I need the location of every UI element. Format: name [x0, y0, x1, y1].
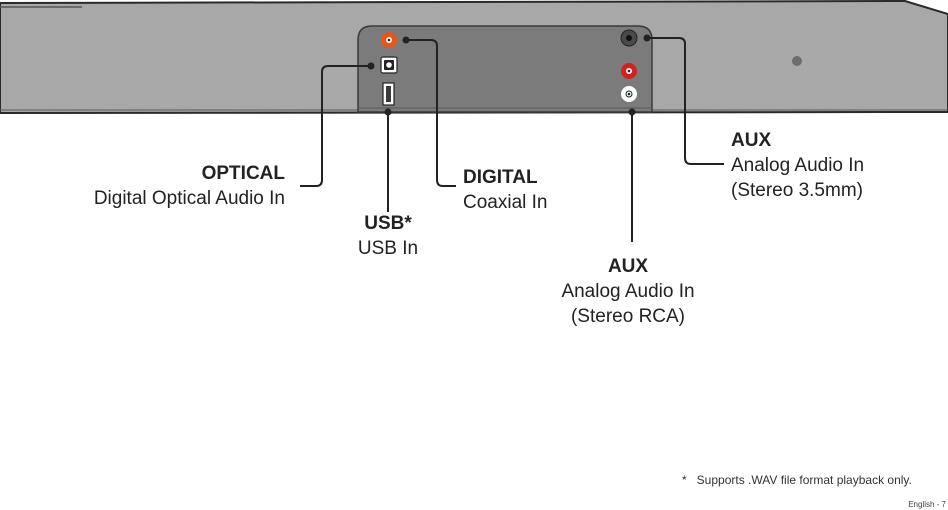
aux-rca-description-line1: Analog Audio In	[561, 281, 695, 302]
digital-callout-line	[406, 39, 456, 187]
optical-label: OPTICAL Digital Optical Audio In	[94, 161, 285, 211]
rca-right-jack	[621, 63, 637, 79]
aux-35-description-line2: (Stereo 3.5mm)	[731, 180, 863, 201]
digital-title: DIGITAL	[463, 167, 538, 188]
page-number: English - 7	[908, 500, 946, 509]
optical-callout-line	[300, 65, 371, 187]
aux-rca-description-line2: (Stereo RCA)	[570, 306, 686, 327]
aux-rca-title: AUX	[607, 256, 649, 277]
usb-title: USB*	[364, 213, 412, 234]
digital-callout-dot	[402, 36, 410, 44]
footnote-text: Supports .WAV file format playback only.	[696, 473, 912, 487]
optical-title: OPTICAL	[201, 163, 285, 184]
aux-35-label: AUX Analog Audio In (Stereo 3.5mm)	[731, 128, 864, 203]
optical-description: Digital Optical Audio In	[93, 188, 285, 209]
digital-description: Coaxial In	[463, 192, 548, 213]
rca-left-jack	[621, 86, 637, 102]
aux-35-callout-line	[647, 37, 724, 165]
aux-35-title: AUX	[731, 130, 772, 151]
coaxial-jack	[381, 32, 397, 48]
optical-callout-dot	[367, 62, 375, 70]
usb-callout-dot	[384, 108, 392, 116]
usb-port	[382, 82, 395, 106]
aux-rca-callout-dot	[628, 108, 636, 116]
aux-rca-label: AUX Analog Audio In (Stereo RCA)	[538, 254, 718, 329]
connector-panel	[357, 25, 653, 113]
aux-35-description-line1: Analog Audio In	[731, 155, 865, 176]
optical-jack	[380, 56, 398, 74]
digital-label: DIGITAL Coaxial In	[463, 165, 548, 215]
usb-description: USB In	[357, 238, 419, 259]
footnote: * Supports .WAV file format playback only…	[682, 473, 912, 487]
aux-35-callout-dot	[643, 34, 651, 42]
footnote-mark: *	[682, 473, 687, 487]
status-indicator-dot	[792, 56, 802, 66]
aux-3-5mm-jack	[620, 29, 638, 47]
usb-label: USB* USB In	[338, 211, 438, 261]
